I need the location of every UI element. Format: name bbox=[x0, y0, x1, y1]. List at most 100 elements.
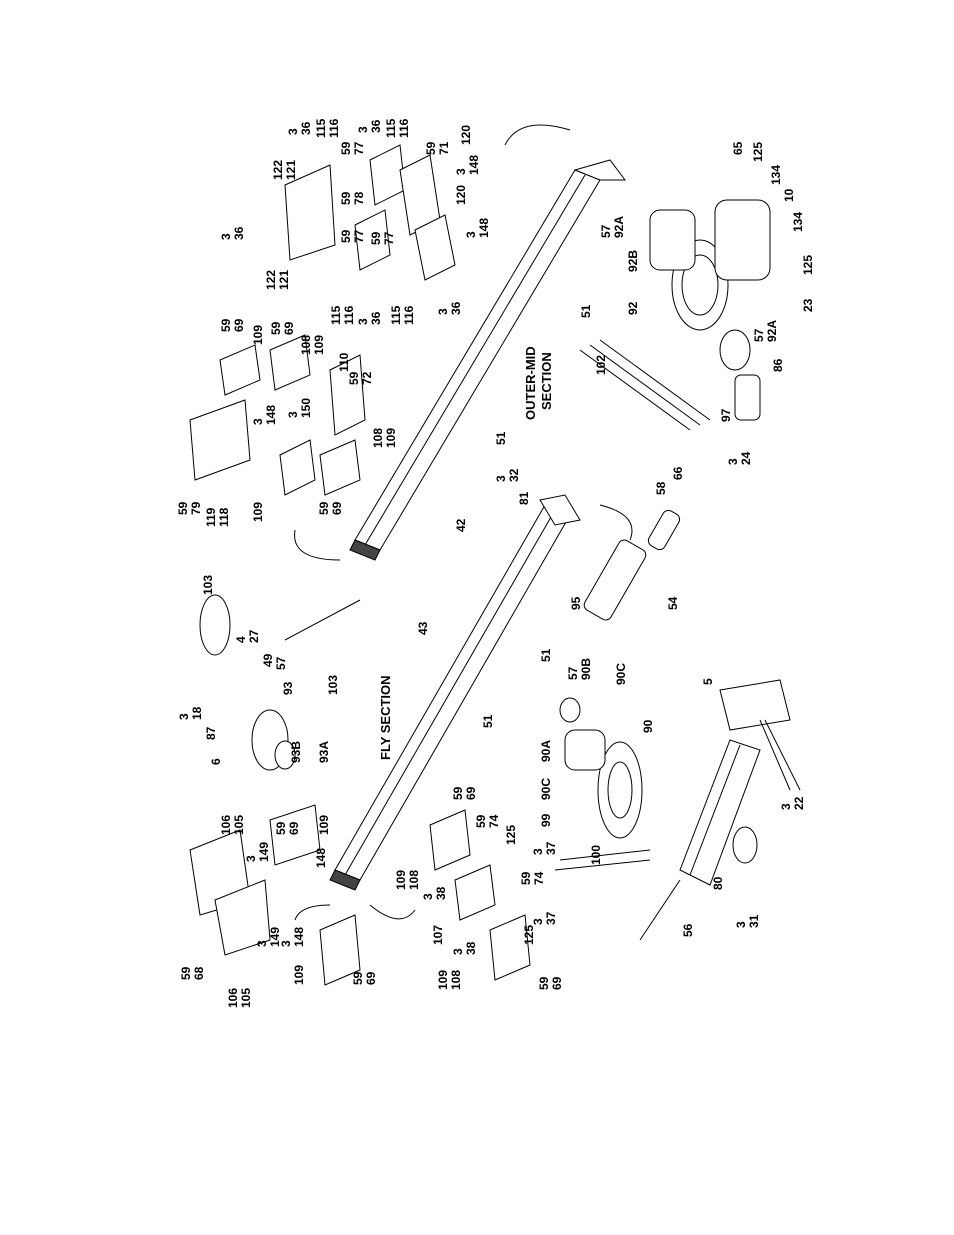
part-label: 93A bbox=[317, 741, 331, 763]
part-label: 54 bbox=[666, 596, 680, 610]
part-label: 103 bbox=[326, 675, 340, 695]
part-label: 59 bbox=[347, 371, 361, 385]
part-labels: 122 121 3 36 115 116 59 77 3 36 115 116 … bbox=[176, 118, 815, 1008]
part-label: 109 bbox=[292, 965, 306, 985]
part-label: 106 bbox=[219, 815, 233, 835]
part-label: 59 bbox=[537, 976, 551, 990]
part-label: 116 bbox=[327, 118, 341, 138]
part-label: 80 bbox=[711, 876, 725, 890]
part-label: 90C bbox=[614, 663, 628, 685]
part-label: 6 bbox=[209, 758, 223, 765]
part-label: 108 bbox=[299, 335, 313, 355]
part-label: 24 bbox=[739, 451, 753, 465]
part-label: 3 bbox=[451, 948, 465, 955]
part-label: 116 bbox=[397, 118, 411, 138]
part-label: 134 bbox=[769, 165, 783, 185]
part-label: 150 bbox=[299, 398, 313, 418]
part-label: 109 bbox=[317, 815, 331, 835]
part-label: 3 bbox=[219, 233, 233, 240]
part-label: 36 bbox=[369, 119, 383, 133]
part-label: 38 bbox=[434, 886, 448, 900]
outer-mid-boom bbox=[349, 159, 626, 561]
sheave-assembly-fly bbox=[199, 594, 643, 839]
part-label: 90A bbox=[539, 740, 553, 762]
part-label: 77 bbox=[352, 229, 366, 243]
part-label: 122 bbox=[271, 160, 285, 180]
part-label: 3 bbox=[454, 168, 468, 175]
part-label: 120 bbox=[454, 185, 468, 205]
part-label: 37 bbox=[544, 841, 558, 855]
part-label: 57 bbox=[752, 328, 766, 342]
part-label: 149 bbox=[268, 927, 282, 947]
part-label: 59 bbox=[451, 786, 465, 800]
part-label: 3 bbox=[255, 940, 269, 947]
part-label: 93B bbox=[289, 741, 303, 763]
part-label: 90C bbox=[539, 778, 553, 800]
part-label: 69 bbox=[464, 786, 478, 800]
part-label: 92 bbox=[626, 301, 640, 315]
part-label: 59 bbox=[351, 971, 365, 985]
part-label: 10 bbox=[782, 188, 796, 202]
part-label: 97 bbox=[719, 408, 733, 422]
part-label: 36 bbox=[299, 121, 313, 135]
part-label: 4 bbox=[234, 636, 248, 643]
part-label: 109 bbox=[312, 335, 326, 355]
part-label: 69 bbox=[287, 821, 301, 835]
fly-boom bbox=[329, 494, 581, 891]
part-label: 108 bbox=[449, 970, 463, 990]
wear-pad-group-outer-mid bbox=[189, 144, 456, 496]
part-label: 87 bbox=[204, 726, 218, 740]
part-label: 115 bbox=[329, 305, 343, 325]
part-label: 68 bbox=[192, 966, 206, 980]
part-label: 51 bbox=[579, 304, 593, 318]
part-label: 32 bbox=[507, 468, 521, 482]
part-label: 148 bbox=[467, 155, 481, 175]
wear-pad-group-fly bbox=[189, 804, 531, 986]
part-label: 59 bbox=[274, 821, 288, 835]
part-label: 59 bbox=[339, 229, 353, 243]
part-label: 3 bbox=[494, 475, 508, 482]
part-label: 109 bbox=[384, 428, 398, 448]
part-label: 23 bbox=[801, 298, 815, 312]
part-label: 74 bbox=[532, 871, 546, 885]
part-label: 92B bbox=[626, 250, 640, 272]
part-label: 77 bbox=[352, 141, 366, 155]
part-label: 31 bbox=[747, 914, 761, 928]
part-label: 71 bbox=[437, 141, 451, 155]
part-label: 51 bbox=[494, 431, 508, 445]
part-label: 125 bbox=[801, 255, 815, 275]
part-label: 116 bbox=[402, 305, 416, 325]
part-label: 148 bbox=[477, 218, 491, 238]
part-label: 59 bbox=[317, 501, 331, 515]
part-label: 148 bbox=[264, 405, 278, 425]
part-label: 66 bbox=[671, 466, 685, 480]
part-label: 3 bbox=[436, 308, 450, 315]
part-label: 134 bbox=[791, 212, 805, 232]
part-label: 3 bbox=[779, 803, 793, 810]
part-label: 125 bbox=[504, 825, 518, 845]
part-label: 69 bbox=[330, 501, 344, 515]
part-label: 109 bbox=[251, 502, 265, 522]
part-label: 115 bbox=[389, 305, 403, 325]
part-label: 93 bbox=[281, 681, 295, 695]
part-label: 78 bbox=[352, 191, 366, 205]
part-label: 69 bbox=[550, 976, 564, 990]
sheave-assembly-top bbox=[649, 199, 771, 421]
part-label: 51 bbox=[481, 714, 495, 728]
part-label: 77 bbox=[382, 231, 396, 245]
part-label: 109 bbox=[251, 325, 265, 345]
part-label: 115 bbox=[314, 118, 328, 138]
part-label: 118 bbox=[217, 507, 231, 527]
part-label: 109 bbox=[436, 970, 450, 990]
part-label: 59 bbox=[339, 141, 353, 155]
outer-mid-section-title-1: OUTER-MID bbox=[523, 346, 538, 420]
part-label: 37 bbox=[544, 911, 558, 925]
part-label: 3 bbox=[356, 126, 370, 133]
part-label: 69 bbox=[282, 321, 296, 335]
part-label: 99 bbox=[539, 813, 553, 827]
part-label: 36 bbox=[232, 226, 246, 240]
part-label: 3 bbox=[531, 848, 545, 855]
part-label: 3 bbox=[356, 318, 370, 325]
part-label: 59 bbox=[219, 318, 233, 332]
